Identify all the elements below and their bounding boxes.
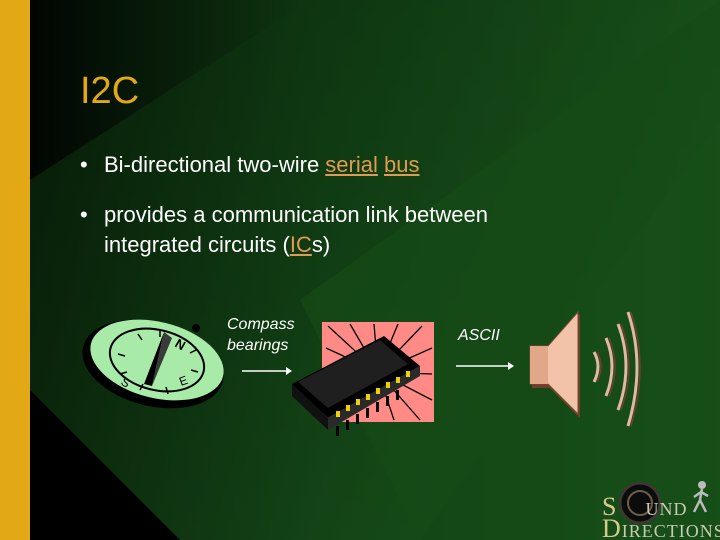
bullet-2-line-1: provides a communication link between xyxy=(104,202,488,227)
bullet-symbol: • xyxy=(80,152,88,177)
bullet-2: • provides a communication link between in… xyxy=(80,202,488,257)
ascii-caption: ASCII xyxy=(458,327,500,344)
compass-caption: Compass bearings xyxy=(227,316,295,354)
bus-link[interactable]: bus xyxy=(384,152,420,177)
compass-icon: N E S xyxy=(82,319,224,409)
slide-title: I2C xyxy=(80,70,140,112)
walking-figure-icon xyxy=(692,481,709,513)
bullet-1: • Bi-directional two-wire serial bus xyxy=(80,150,419,180)
accent-bar xyxy=(0,0,30,540)
bullet-1-text: Bi-directional two-wire xyxy=(104,152,326,177)
speaker-icon xyxy=(529,310,641,427)
arrow-icon xyxy=(456,362,514,370)
chip-icon xyxy=(292,322,434,436)
ic-link[interactable]: IC xyxy=(289,232,312,257)
bullet-symbol: • xyxy=(80,202,88,227)
serial-link[interactable]: serial xyxy=(325,152,378,177)
arrow-icon xyxy=(242,367,292,375)
bullet-2-line-2: integrated circuits ( xyxy=(104,232,290,257)
